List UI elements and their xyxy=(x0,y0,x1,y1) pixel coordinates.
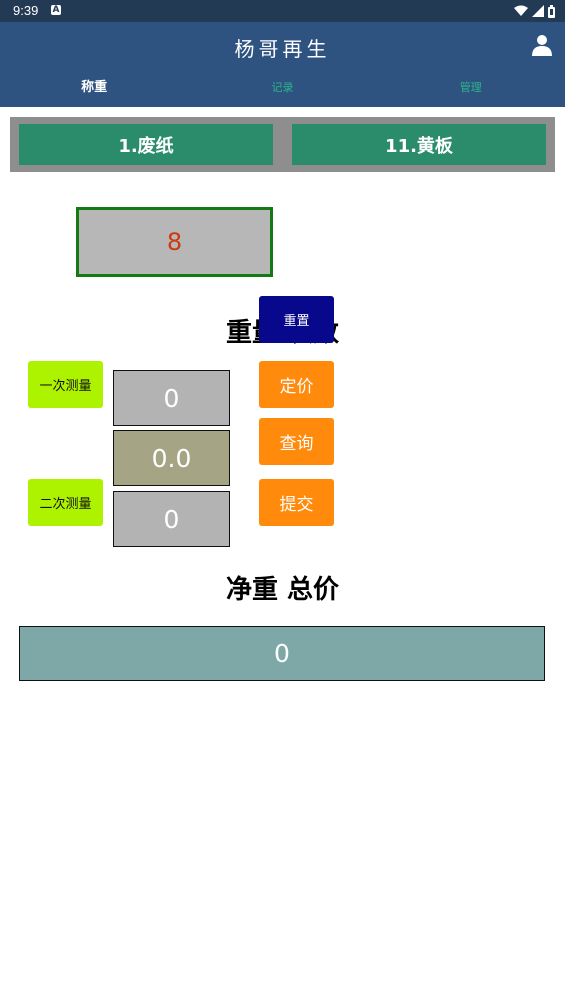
tab-records[interactable]: 记录 xyxy=(271,81,294,94)
signal-icon xyxy=(532,5,544,17)
tab-manage[interactable]: 管理 xyxy=(459,81,482,94)
tab-bar: 称重 记录 管理 xyxy=(0,77,565,107)
net-weight-value[interactable]: 0.0 xyxy=(113,430,230,486)
first-weight-value[interactable]: 0 xyxy=(113,370,230,426)
second-measure-button[interactable]: 二次测量 xyxy=(28,479,103,526)
tab-weighing[interactable]: 称重 xyxy=(81,80,108,95)
net-total-heading: 净重 总价 xyxy=(225,575,340,605)
total-price-value: 0 xyxy=(19,626,545,681)
category-button-waste-paper[interactable]: 1.废纸 xyxy=(19,124,273,165)
user-icon[interactable] xyxy=(531,34,553,56)
category-panel: 1.废纸 11.黄板 xyxy=(10,117,555,172)
status-bar: 9:39 A xyxy=(0,0,565,22)
category-button-yellow-board[interactable]: 11.黄板 xyxy=(292,124,546,165)
app-title: 杨哥再生 xyxy=(234,37,331,61)
battery-icon xyxy=(548,4,555,18)
count-display[interactable]: 8 xyxy=(76,207,273,277)
status-icons xyxy=(514,4,555,18)
first-measure-button[interactable]: 一次测量 xyxy=(28,361,103,408)
submit-button[interactable]: 提交 xyxy=(259,479,334,526)
query-button[interactable]: 查询 xyxy=(259,418,334,465)
status-time: 9:39 xyxy=(13,3,39,18)
notification-icon: A xyxy=(51,5,61,15)
reset-button[interactable]: 重置 xyxy=(259,296,334,343)
app-bar: 杨哥再生 称重 记录 管理 xyxy=(0,22,565,107)
price-button[interactable]: 定价 xyxy=(259,361,334,408)
wifi-icon xyxy=(514,5,528,16)
second-weight-value[interactable]: 0 xyxy=(113,491,230,547)
